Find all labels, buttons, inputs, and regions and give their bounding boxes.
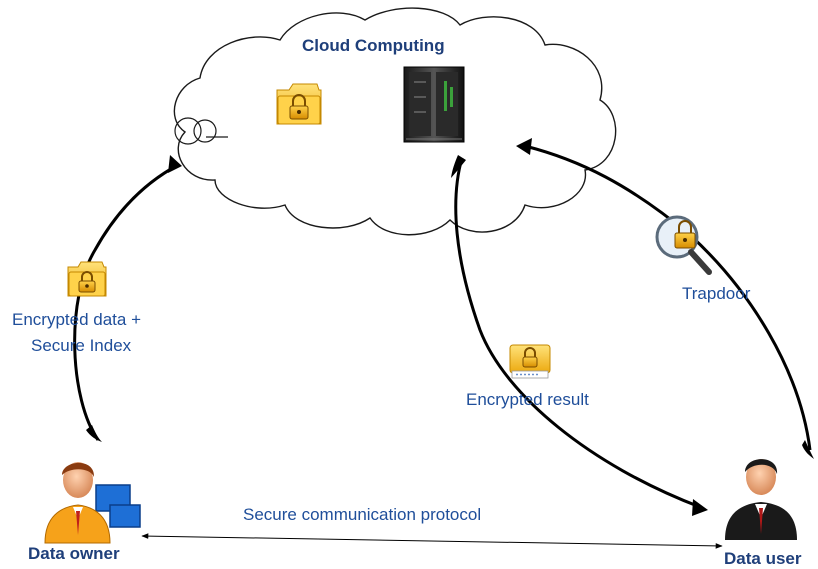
cloud-entry-rings: [174, 117, 228, 145]
cloud-title: Cloud Computing: [302, 36, 445, 55]
upload-arrow: [73, 163, 179, 441]
folder-lock-icon: [276, 83, 322, 125]
user-label: Data user: [724, 549, 802, 568]
owner-avatar-icon: [44, 462, 141, 544]
result-arrow: [454, 157, 701, 509]
protocol-label: Secure communication protocol: [243, 505, 482, 524]
upload-label-line2: Secure Index: [31, 336, 132, 355]
magnifier-lock-icon: [655, 215, 712, 275]
trapdoor-label: Trapdoor: [682, 284, 751, 303]
upload-label-line1: Encrypted data +: [12, 310, 142, 329]
folder-result-icon: [509, 344, 551, 379]
result-label: Encrypted result: [466, 390, 589, 409]
server-icon: [403, 66, 465, 143]
user-avatar-icon: [725, 459, 797, 540]
owner-label: Data owner: [28, 544, 120, 563]
protocol-arrow: [141, 533, 723, 549]
cloud-shape: [173, 7, 617, 236]
folder-upload-icon: [67, 261, 107, 297]
